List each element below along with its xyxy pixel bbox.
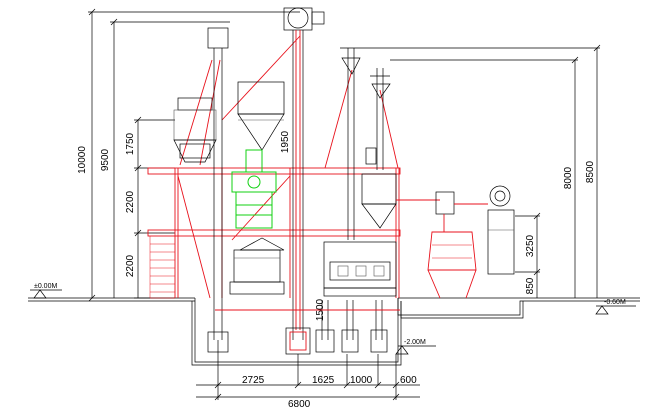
dim-hopper-height: 1750 bbox=[125, 132, 136, 155]
storage-bin bbox=[237, 81, 285, 151]
level-marker-ground bbox=[30, 289, 62, 299]
dim-pit-depth: 1500 bbox=[315, 298, 326, 321]
dim-total-height: 10000 bbox=[77, 146, 88, 174]
dim-mill-height: 3250 bbox=[525, 234, 536, 257]
dim-bin-height-a: 8000 bbox=[563, 166, 574, 189]
level-marker-right bbox=[595, 305, 636, 315]
dim-span-a: 2725 bbox=[242, 375, 265, 386]
dim-total-width: 6800 bbox=[288, 399, 311, 410]
level-ground: ±0.00M bbox=[34, 283, 57, 290]
right-dimensions bbox=[360, 44, 601, 298]
right-process bbox=[396, 185, 515, 299]
steel-frame bbox=[147, 35, 401, 299]
bucket-elevator bbox=[283, 7, 325, 355]
dim-bin-height-b: 8500 bbox=[585, 160, 596, 183]
dryer-hopper bbox=[361, 173, 397, 229]
level-right-ground: -0.60M bbox=[604, 299, 626, 306]
pit-outline bbox=[191, 298, 530, 366]
dim-span-b: 1625 bbox=[312, 375, 335, 386]
ground-line bbox=[28, 297, 640, 302]
feed-hopper bbox=[173, 97, 217, 163]
dim-span-c: 1000 bbox=[350, 375, 373, 386]
conveyor-screen bbox=[323, 241, 397, 297]
bottom-dimensions bbox=[196, 340, 420, 401]
dim-base-height: 850 bbox=[525, 277, 536, 294]
dim-floor1-height: 2200 bbox=[125, 254, 136, 277]
cooler bbox=[229, 237, 285, 295]
pellet-mill bbox=[231, 149, 277, 229]
left-elevator bbox=[207, 27, 229, 353]
dim-span-d: 600 bbox=[400, 375, 417, 386]
dim-floor2-height: 2200 bbox=[125, 190, 136, 213]
dim-upper-height: 9500 bbox=[100, 148, 111, 171]
pit-pumps bbox=[215, 300, 400, 353]
level-marker-pit bbox=[395, 345, 436, 355]
left-dimensions bbox=[88, 8, 300, 302]
dim-elevator-height: 1950 bbox=[280, 130, 291, 153]
right-cyclones bbox=[340, 47, 391, 240]
level-pit: -2.00M bbox=[404, 339, 426, 346]
